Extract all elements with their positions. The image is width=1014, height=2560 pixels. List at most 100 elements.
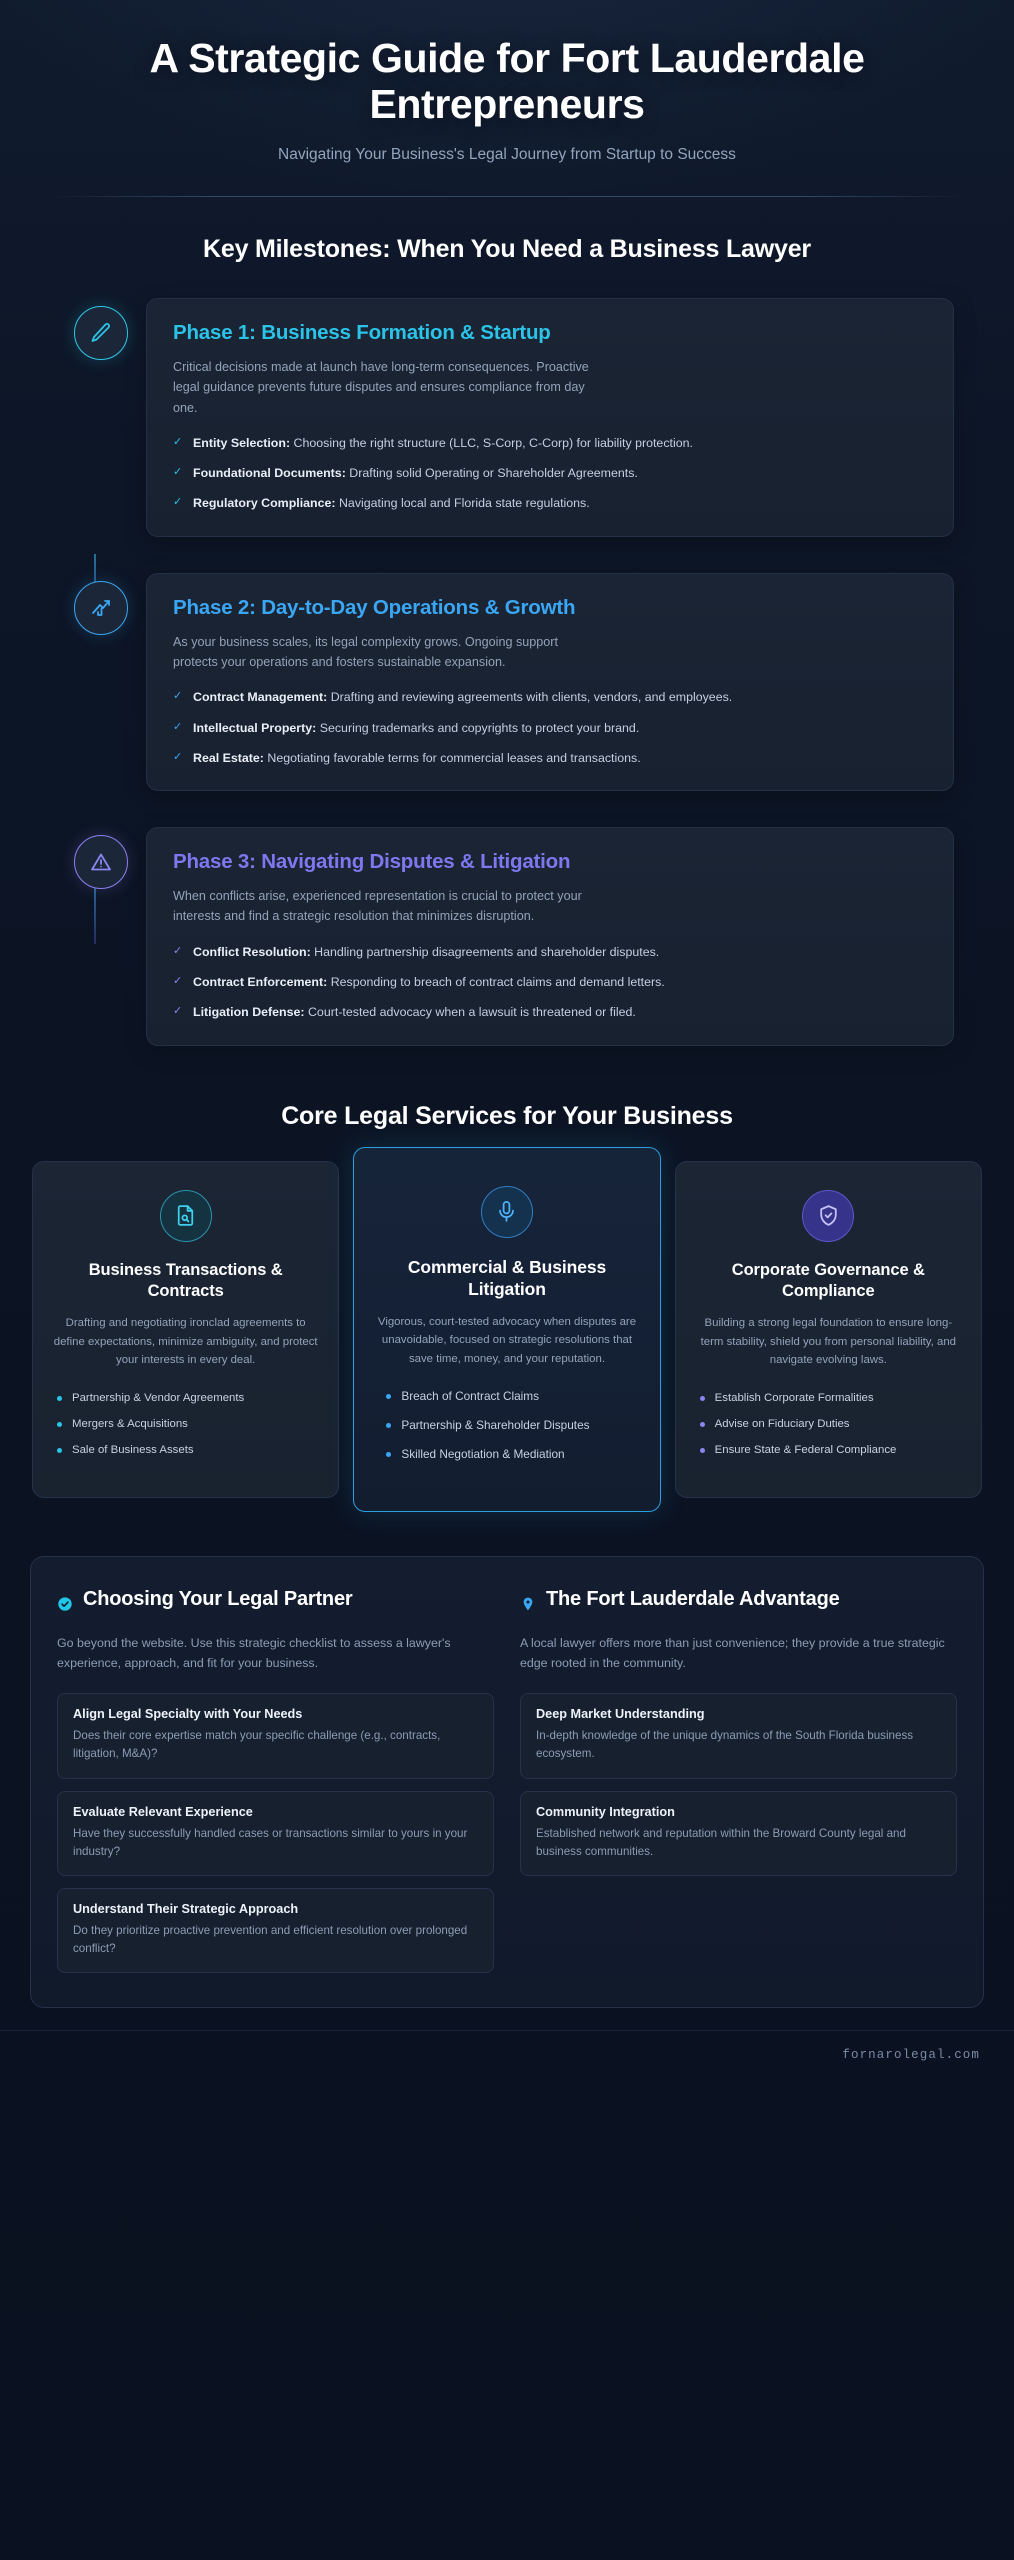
phase-bullet-label: Foundational Documents:: [193, 466, 346, 481]
service-card[interactable]: Corporate Governance & Compliance Buildi…: [674, 1160, 982, 1499]
advantage-item-title: Community Integration: [536, 1804, 675, 1819]
service-card-featured[interactable]: Commercial & Business Litigation Vigorou…: [353, 1146, 661, 1513]
phase-bullet-text: Navigating local and Florida state regul…: [338, 496, 590, 511]
service-list-item-label: Sale of Business Assets: [72, 1444, 194, 1457]
checklist-column: Choosing Your Legal Partner Go beyond th…: [57, 1587, 494, 1973]
phase-title: Phase 2: Day-to-Day Operations & Growth: [173, 595, 576, 619]
checklist-item-title: Align Legal Specialty with Your Needs: [73, 1707, 303, 1722]
phase-description: Critical decisions made at launch have l…: [173, 359, 589, 415]
phase-bullet: ✓ Contract Management: Drafting and revi…: [173, 688, 927, 707]
checklist-item: Evaluate Relevant Experience Have they s…: [57, 1790, 494, 1876]
phase-bullet: ✓ Foundational Documents: Drafting solid…: [173, 464, 927, 483]
phase-bullet-label: Real Estate:: [193, 750, 264, 765]
page-subtitle: Navigating Your Business's Legal Journey…: [278, 145, 736, 163]
phase-bullet-text: Choosing the right structure (LLC, S-Cor…: [293, 435, 693, 450]
phase-bullet-label: Conflict Resolution:: [193, 944, 311, 959]
check-icon: ✓: [173, 750, 183, 763]
service-list-item: Establish Corporate Formalities: [699, 1390, 963, 1407]
bullet-dot-icon: [386, 1452, 392, 1458]
service-card[interactable]: Business Transactions & Contracts Drafti…: [32, 1160, 340, 1499]
alert-triangle-icon: [74, 835, 128, 890]
phase-bullet: ✓ Real Estate: Negotiating favorable ter…: [173, 749, 927, 768]
phase-title: Phase 3: Navigating Disputes & Litigatio…: [173, 850, 571, 874]
bullet-dot-icon: [57, 1395, 62, 1401]
service-card-title: Corporate Governance & Compliance: [731, 1260, 925, 1300]
trending-up-icon: [74, 580, 128, 635]
bullet-dot-icon: [699, 1422, 705, 1428]
phase-bullet-label: Entity Selection:: [193, 435, 291, 450]
service-card-list: Breach of Contract Claims Partnership & …: [372, 1388, 641, 1475]
service-list-item: Breach of Contract Claims: [386, 1388, 641, 1406]
advantage-item: Deep Market Understanding In-depth knowl…: [520, 1693, 957, 1779]
document-search-icon: [159, 1189, 212, 1242]
phase-bullet: ✓ Contract Enforcement: Responding to br…: [173, 973, 927, 992]
phase-bullet: ✓ Regulatory Compliance: Navigating loca…: [173, 494, 927, 513]
service-card-grid: Business Transactions & Contracts Drafti…: [30, 1146, 984, 1513]
service-card-title: Business Transactions & Contracts: [88, 1260, 283, 1300]
phase-timeline: Phase 1: Business Formation & Startup Cr…: [30, 297, 984, 1046]
checklist-item: Understand Their Strategic Approach Do t…: [57, 1887, 494, 1973]
check-icon: ✓: [173, 975, 183, 988]
bullet-dot-icon: [699, 1395, 705, 1401]
bottom-panel: Choosing Your Legal Partner Go beyond th…: [30, 1556, 984, 2008]
service-list-item-label: Mergers & Acquisitions: [72, 1418, 188, 1431]
checklist-items: Align Legal Specialty with Your Needs Do…: [57, 1693, 494, 1973]
service-card-list: Establish Corporate Formalities Advise o…: [694, 1390, 963, 1460]
map-pin-icon: [520, 1596, 536, 1617]
bullet-dot-icon: [57, 1422, 62, 1428]
milestones-section-title: Key Milestones: When You Need a Business…: [203, 234, 811, 263]
advantage-item-title: Deep Market Understanding: [536, 1707, 705, 1722]
advantage-column-title: The Fort Lauderdale Advantage: [546, 1588, 840, 1611]
phase-card: Phase 2: Day-to-Day Operations & Growth …: [146, 572, 954, 792]
phase-bullet-text: Responding to breach of contract claims …: [330, 975, 665, 990]
advantage-item-text: Established network and reputation withi…: [536, 1826, 906, 1858]
service-list-item-label: Breach of Contract Claims: [401, 1389, 540, 1404]
phase-title: Phase 1: Business Formation & Startup: [173, 320, 551, 344]
check-icon: ✓: [173, 944, 183, 957]
bullet-dot-icon: [386, 1423, 392, 1429]
service-card-description: Vigorous, court-tested advocacy when dis…: [377, 1316, 637, 1365]
check-circle-icon: [57, 1596, 73, 1617]
service-list-item: Sale of Business Assets: [57, 1442, 320, 1459]
page-title: A Strategic Guide for Fort Lauderdale En…: [149, 35, 865, 127]
footer-domain: fornarolegal.com: [842, 2047, 980, 2062]
advantage-item-text: In-depth knowledge of the unique dynamic…: [536, 1729, 914, 1761]
check-icon: ✓: [173, 466, 183, 479]
checklist-item: Align Legal Specialty with Your Needs Do…: [57, 1693, 494, 1779]
service-list-item-label: Advise on Fiduciary Duties: [714, 1418, 850, 1431]
check-icon: ✓: [173, 496, 183, 509]
phase-bullet: ✓ Entity Selection: Choosing the right s…: [173, 434, 927, 453]
phase-row: Phase 1: Business Formation & Startup Cr…: [74, 297, 954, 537]
phase-card: Phase 3: Navigating Disputes & Litigatio…: [146, 827, 954, 1046]
phase-description: As your business scales, its legal compl…: [173, 634, 558, 670]
phase-description: When conflicts arise, experienced repres…: [173, 889, 582, 924]
service-list-item: Advise on Fiduciary Duties: [699, 1416, 963, 1433]
header-divider: [47, 195, 967, 197]
checklist-item-text: Do they prioritize proactive prevention …: [73, 1923, 468, 1955]
phase-bullet-label: Litigation Defense:: [193, 1005, 305, 1020]
shield-check-icon: [802, 1189, 855, 1242]
page-footer: fornarolegal.com: [0, 2029, 1014, 2089]
advantage-column: The Fort Lauderdale Advantage A local la…: [520, 1587, 957, 1973]
check-icon: ✓: [173, 690, 183, 703]
checklist-column-title: Choosing Your Legal Partner: [83, 1588, 353, 1611]
checklist-item-title: Understand Their Strategic Approach: [73, 1901, 299, 1916]
phase-bullet-list: ✓ Conflict Resolution: Handling partners…: [173, 943, 927, 1023]
check-icon: ✓: [173, 1005, 183, 1018]
service-list-item: Skilled Negotiation & Mediation: [386, 1446, 641, 1464]
checklist-column-description: Go beyond the website. Use this strategi…: [57, 1636, 451, 1671]
microphone-icon: [480, 1185, 533, 1238]
advantage-items: Deep Market Understanding In-depth knowl…: [520, 1693, 957, 1876]
phase-bullet: ✓ Conflict Resolution: Handling partners…: [173, 943, 927, 962]
phase-row: Phase 2: Day-to-Day Operations & Growth …: [74, 572, 954, 792]
phase-bullet-list: ✓ Contract Management: Drafting and revi…: [173, 688, 927, 768]
services-section-title: Core Legal Services for Your Business: [281, 1101, 733, 1130]
phase-row: Phase 3: Navigating Disputes & Litigatio…: [74, 827, 954, 1046]
service-card-list: Partnership & Vendor Agreements Mergers …: [51, 1390, 320, 1460]
checklist-item-title: Evaluate Relevant Experience: [73, 1804, 253, 1819]
page-header: A Strategic Guide for Fort Lauderdale En…: [0, 0, 1014, 164]
check-icon: ✓: [173, 435, 183, 448]
service-list-item: Ensure State & Federal Compliance: [699, 1442, 963, 1459]
phase-bullet-label: Intellectual Property:: [193, 720, 317, 735]
